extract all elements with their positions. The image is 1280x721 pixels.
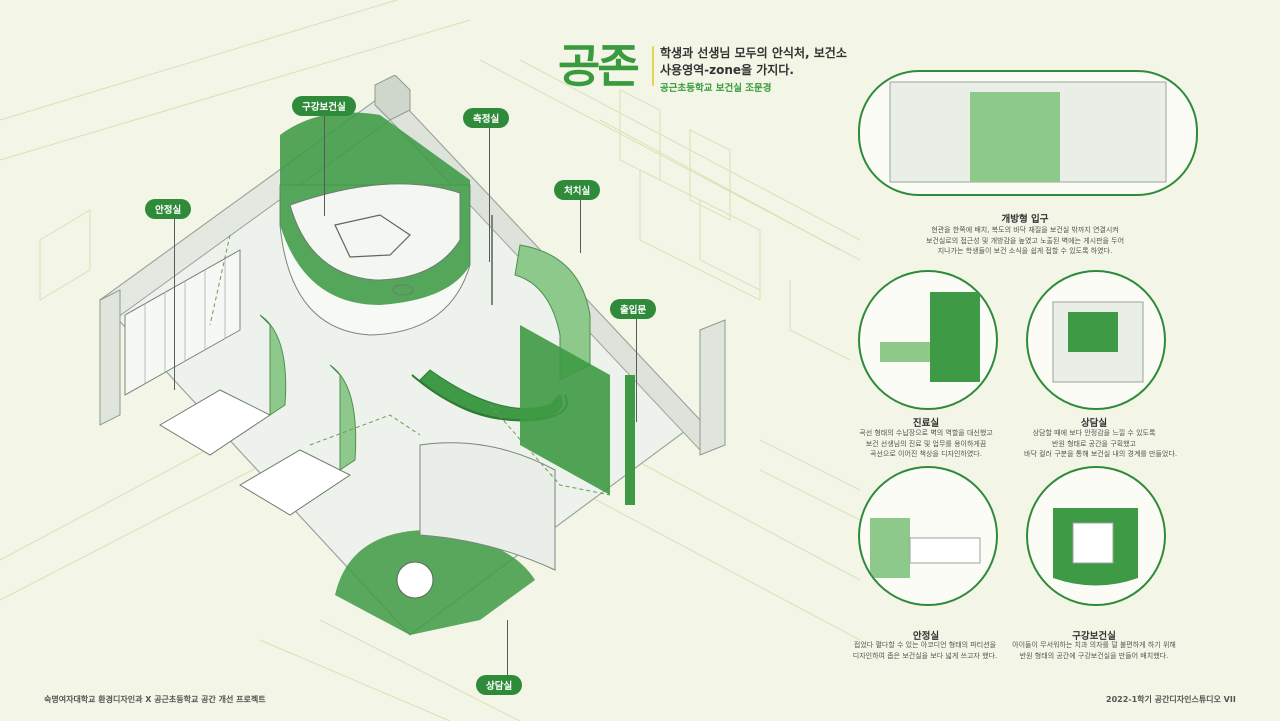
label-rest-room: 안정실	[145, 199, 192, 219]
label-treatment-room: 처치실	[554, 180, 601, 200]
title-rule	[652, 46, 654, 86]
label-oral-room: 구강보건실	[292, 96, 356, 116]
footer-right: 2022-1학기 공간디자인스튜디오 VII	[1106, 695, 1236, 704]
vignette-rest-room	[858, 466, 998, 606]
vignette-clinic	[858, 270, 998, 410]
vignette-title-open-entrance: 개방형 입구	[1001, 214, 1049, 225]
entrance-partition	[520, 325, 610, 495]
label-measure-room: 측정실	[463, 108, 510, 128]
image-placeholder	[860, 468, 996, 604]
consult-table	[396, 561, 434, 599]
accordion-partition-1	[259, 314, 287, 416]
vignette-title-oral-room: 구강보건실	[1072, 631, 1116, 642]
vignette-oral-room	[1026, 466, 1166, 606]
vignette-title-clinic: 진료실	[912, 418, 940, 429]
leader-rest-room	[174, 212, 175, 390]
image-placeholder	[1028, 272, 1164, 408]
vignette-body-open-entrance: 현관을 한쪽에 배치, 복도의 바닥 재질을 보건실 밖까지 연결시켜 보건실로…	[925, 226, 1125, 255]
vignette-body-consultation: 상담할 때에 보다 안정감을 느낄 수 있도록 반원 형태로 공간을 구획했고 …	[1024, 429, 1178, 458]
image-placeholder	[1028, 468, 1164, 604]
accordion-partition-2	[329, 364, 357, 471]
dental-chair	[334, 214, 411, 258]
consult-cabinet	[419, 442, 556, 571]
leader-oral-room	[324, 108, 325, 216]
vignette-body-clinic: 곡선 형태의 수납장으로 벽의 역할을 대신했고 보건 선생님의 진료 및 업무…	[859, 429, 993, 458]
wall-right-pillar	[699, 319, 726, 456]
consult-floor	[335, 530, 535, 635]
label-entrance-door: 출입문	[610, 299, 657, 319]
vignette-title-consultation: 상담실	[1080, 418, 1108, 429]
vignette-body-rest-room: 접었다 펼다할 수 있는 아코디언 형태의 파티션을 디자인하여 좁은 보건실을…	[852, 641, 998, 660]
oral-room-stool	[392, 284, 414, 296]
oral-room-opening	[289, 183, 461, 281]
image-placeholder	[860, 272, 996, 408]
entrance-door	[625, 375, 635, 505]
title-line-1: 학생과 선생님 모두의 안식처, 보건소	[660, 46, 847, 60]
wall-left-pillar	[99, 289, 121, 426]
rest-bed-2	[239, 449, 351, 516]
vignette-consultation	[1026, 270, 1166, 410]
label-consult-room: 상담실	[476, 675, 523, 695]
vignette-body-oral-room: 아이들이 무서워하는 치과 의자를 덜 불편하게 하기 위해 반원 형태의 공간…	[1012, 641, 1176, 660]
vignette-open-entrance	[858, 70, 1198, 196]
leader-consult-room	[507, 620, 508, 675]
wall-top-pillar	[374, 75, 411, 121]
image-placeholder	[860, 72, 1196, 194]
leader-treatment-room	[580, 193, 581, 253]
title-logo: 공존	[558, 39, 640, 93]
isometric-floor-plan	[99, 75, 726, 636]
leader-entrance-door	[636, 312, 637, 422]
footer-left: 숙명여자대학교 환경디자인과 X 공근초등학교 공간 개선 프로젝트	[44, 695, 266, 704]
vignette-title-rest-room: 안정실	[912, 631, 940, 642]
leader-measure-room	[489, 122, 490, 262]
rest-cabinets	[124, 249, 241, 396]
title-author: 공근초등학교 보건실 조문경	[660, 83, 772, 94]
title-line-2: 사용영역-zone을 가지다.	[660, 63, 794, 77]
